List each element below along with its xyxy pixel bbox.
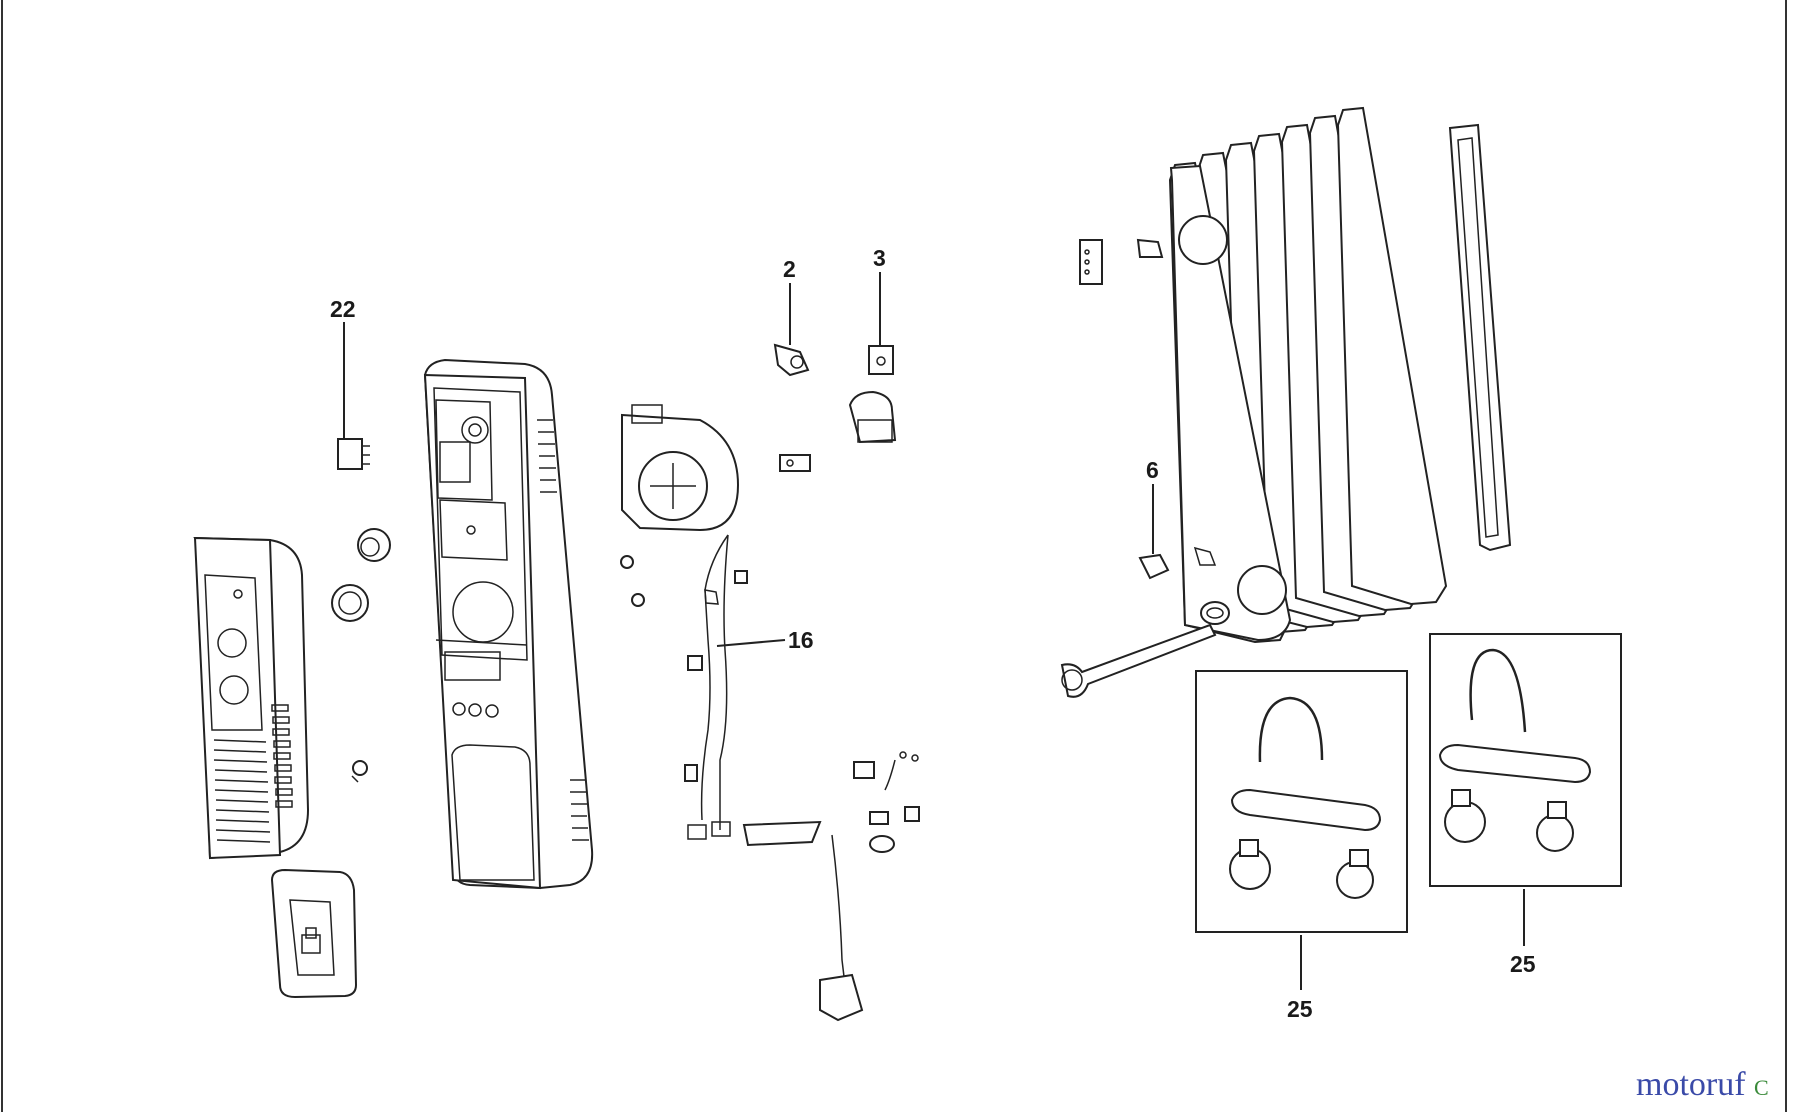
callout-25b: 25	[1510, 951, 1536, 977]
fan-heater-unit	[621, 404, 740, 532]
terminal-parts	[853, 751, 920, 853]
callout-6: 6	[1146, 457, 1159, 483]
callout-22: 22	[330, 296, 356, 322]
oil-drain-plug	[1138, 546, 1217, 580]
watermark-mark: C	[1754, 1075, 1769, 1100]
small-nuts	[620, 555, 748, 782]
thermostat-bracket	[773, 343, 810, 377]
thermostat	[848, 390, 897, 444]
carry-handle-cover	[270, 868, 358, 999]
control-housing	[423, 358, 594, 890]
wiring-harness	[687, 534, 731, 840]
callout-3: 3	[873, 245, 886, 271]
heating-element	[1060, 601, 1230, 698]
rocker-switch-part	[337, 438, 370, 470]
side-end-panel	[1448, 123, 1512, 552]
small-screw	[351, 760, 368, 783]
caster-kit-2-parts	[1438, 648, 1592, 852]
oil-radiator-fins	[1168, 106, 1448, 644]
callout-2: 2	[783, 256, 796, 282]
caster-kit-box-2	[1429, 633, 1622, 887]
callout-16-leader	[716, 639, 786, 647]
radiator-brackets	[1079, 238, 1164, 285]
control-knob-upper	[357, 528, 391, 562]
mounting-clip	[779, 454, 811, 472]
callout-25a: 25	[1287, 996, 1313, 1022]
caster-kit-box-1	[1195, 670, 1408, 933]
thermal-fuse-block	[868, 345, 894, 375]
callout-16: 16	[788, 627, 814, 653]
control-knob-lower	[331, 584, 369, 622]
power-cord	[742, 820, 864, 1022]
watermark-text: motoruf	[1636, 1066, 1746, 1103]
front-panel-cover	[193, 536, 310, 860]
caster-kit-1-parts	[1229, 696, 1382, 899]
watermark-logo: motoruf C	[1636, 1066, 1769, 1104]
